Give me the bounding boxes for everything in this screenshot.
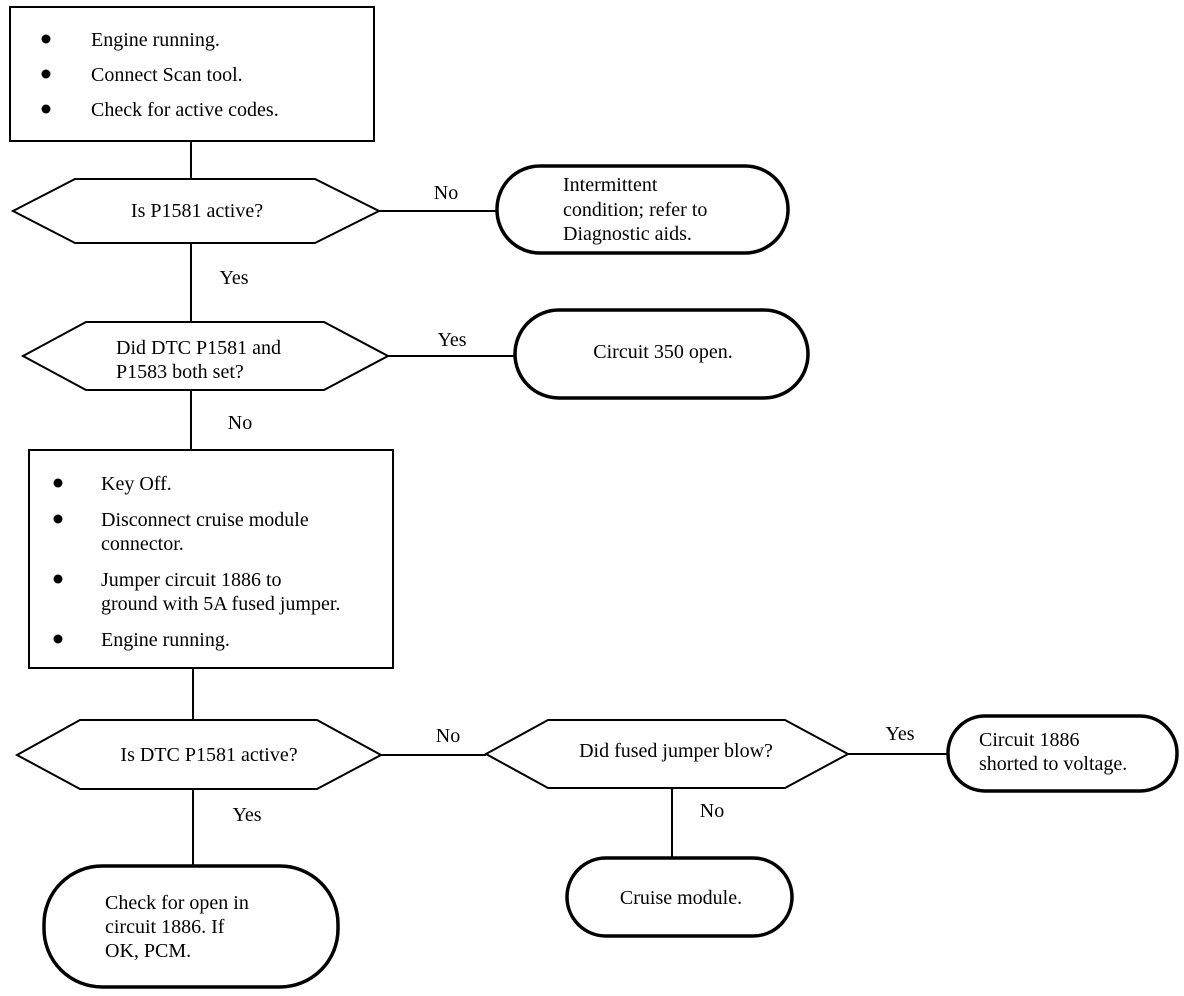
decision-text: Did fused jumper blow? [579,740,773,762]
result-text: Check for open in [105,892,249,914]
decision-both-set: Did DTC P1581 and P1583 both set? [20,321,391,391]
bullet-icon [41,104,51,114]
start-box-item-text: Engine running. [91,29,220,51]
bullet-icon [41,34,51,44]
result-shorted: Circuit 1886 shorted to voltage. [946,714,1179,793]
decision-jumper-blow: Did fused jumper blow? [483,719,851,789]
decision-text: Is P1581 active? [131,200,263,222]
result-text: shorted to voltage. [979,753,1127,775]
result-text: Diagnostic aids. [563,223,692,245]
decision-dtc-active: Is DTC P1581 active? [14,719,384,790]
start-box: Engine running. Connect Scan tool. Check… [9,6,375,142]
action-box-item: Engine running. [53,629,230,651]
action-box-item-text: Engine running. [101,629,230,651]
result-text: Intermittent [563,174,658,196]
decision-text: Is DTC P1581 active? [120,744,297,766]
branch-label-no: No [228,412,252,434]
action-box-item-text: Key Off. [101,473,172,495]
result-check-open: Check for open in circuit 1886. If OK, P… [42,864,340,989]
result-text: condition; refer to [563,199,707,221]
start-box-item-text: Check for active codes. [91,99,279,121]
action-box-item: Key Off. [53,473,172,495]
branch-label-yes: Yes [219,267,248,289]
branch-label-yes: Yes [437,329,466,351]
branch-label-yes: Yes [232,804,261,826]
result-text: Cruise module. [620,887,742,909]
branch-label-no: No [436,725,460,747]
result-circuit-350: Circuit 350 open. [513,308,810,400]
bullet-icon [53,478,63,488]
branch-label-no: No [700,800,724,822]
connector-lines [190,141,948,866]
start-box-item: Engine running. [41,29,220,51]
bullet-icon [53,574,63,584]
bullet-icon [41,69,51,79]
decision-text: P1583 both set? [116,361,244,383]
bullet-icon [53,634,63,644]
action-box-item-text: connector. [101,533,184,555]
branch-label-no: No [434,182,458,204]
result-text: OK, PCM. [105,940,191,962]
branch-label-yes: Yes [885,723,914,745]
action-box-item: Disconnect cruise module connector. [53,509,309,555]
action-box: Key Off. Disconnect cruise module connec… [28,449,394,669]
decision-text: Did DTC P1581 and [116,337,281,359]
result-cruise-module: Cruise module. [565,856,794,938]
action-box-item-text: ground with 5A fused jumper. [101,593,340,615]
result-text: circuit 1886. If [105,916,225,938]
result-text: Circuit 1886 [979,729,1080,751]
start-box-item-text: Connect Scan tool. [91,64,243,86]
decision-p1581-active: Is P1581 active? [10,178,382,244]
result-text: Circuit 350 open. [593,341,732,363]
action-box-item: Jumper circuit 1886 to ground with 5A fu… [53,569,340,615]
action-box-item-text: Jumper circuit 1886 to [101,569,282,591]
start-box-item: Connect Scan tool. [41,64,243,86]
result-intermittent: Intermittent condition; refer to Diagnos… [495,164,790,255]
bullet-icon [53,514,63,524]
action-box-item-text: Disconnect cruise module [101,509,309,531]
start-box-item: Check for active codes. [41,99,279,121]
